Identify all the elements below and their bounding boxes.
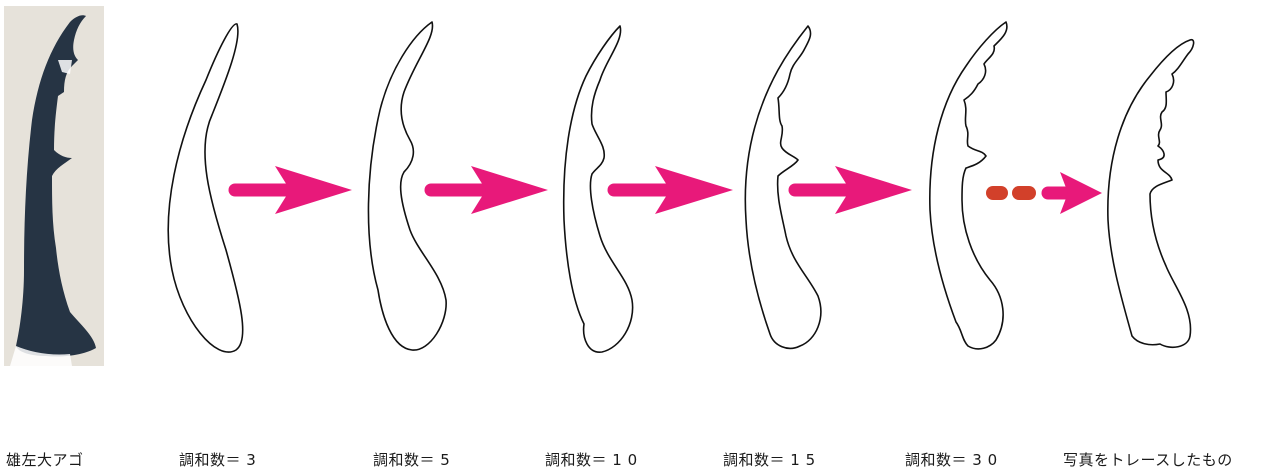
caption-harmonic-3: 調和数＝ 3 [179, 449, 256, 470]
arrow-5 [1048, 172, 1102, 214]
ellipsis-dots [986, 186, 1036, 200]
caption-photo: 雄左大アゴ [6, 449, 84, 470]
arrow-3 [614, 166, 733, 214]
arrow-1 [235, 166, 352, 214]
dot-2 [1012, 186, 1036, 200]
caption-harmonic-15: 調和数＝ 1 5 [723, 449, 816, 470]
dot-1 [986, 186, 1008, 200]
arrow-2 [431, 166, 548, 214]
caption-harmonic-10: 調和数＝ 1 0 [545, 449, 638, 470]
caption-harmonic-5: 調和数＝ 5 [373, 449, 450, 470]
photo-panel [4, 6, 104, 366]
outline-trace [1108, 40, 1194, 348]
arrows [235, 166, 1102, 214]
caption-harmonic-30: 調和数＝ 3 0 [905, 449, 998, 470]
outline-harmonic-30 [930, 22, 1007, 349]
caption-trace: 写真をトレースしたもの [1063, 449, 1233, 470]
arrow-4 [795, 166, 912, 214]
